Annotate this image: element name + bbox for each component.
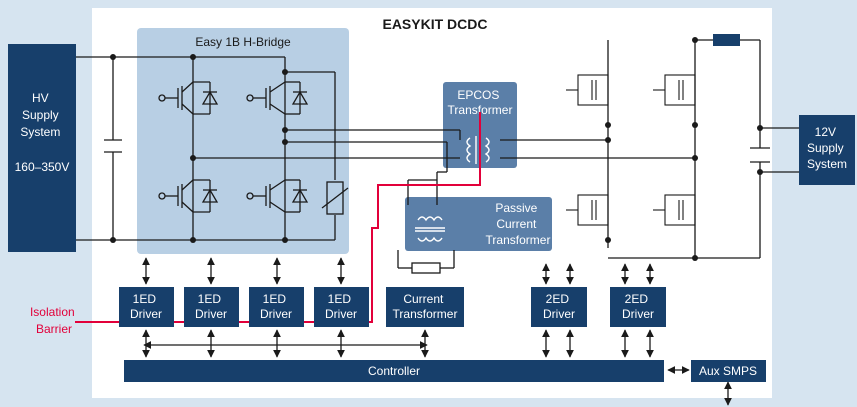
aux-smps-block (691, 360, 766, 382)
driver-1ed-1-label: 1ED Driver (130, 292, 162, 321)
controller-label: Controller (368, 364, 420, 378)
hv-supply-block (8, 44, 76, 252)
driver-1ed-3-label: 1ED Driver (260, 292, 292, 321)
snubber-resistor (326, 181, 344, 215)
driver-2ed-2-label: 2ED Driver (622, 292, 654, 321)
hbridge-box (137, 28, 349, 254)
hv-supply-label: HV Supply System 160–350V (15, 91, 70, 174)
driver-2ed-1 (531, 287, 587, 327)
driver-1ed-2-label: 1ED Driver (195, 292, 227, 321)
epcos-transformer-label: EPCOS Transformer (448, 88, 513, 117)
current-transformer-block (386, 287, 464, 327)
lv-supply-label: 12V Supply System (807, 125, 847, 171)
mosfet-q7 (566, 194, 609, 226)
junction-dots (110, 37, 763, 261)
driver-arrows (142, 257, 732, 406)
passive-coils (415, 216, 445, 242)
aux-smps-label: Aux SMPS (699, 364, 757, 378)
burden-resistor (397, 250, 455, 274)
mosfet-q6 (653, 74, 696, 106)
isolation-barrier-label: Isolation Barrier (30, 305, 78, 336)
driver-1ed-4 (314, 287, 369, 327)
isolation-barrier-line (75, 112, 481, 323)
igbt-q1 (158, 81, 219, 115)
output-inductor (713, 34, 740, 46)
driver-1ed-2 (184, 287, 239, 327)
igbt-q4 (246, 179, 309, 213)
driver-1ed-1 (119, 287, 174, 327)
driver-2ed-2 (610, 287, 666, 327)
driver-1ed-3 (249, 287, 304, 327)
igbt-switches (158, 81, 309, 213)
controller-block (124, 360, 664, 382)
igbt-q3 (158, 179, 219, 213)
diagram-title: EASYKIT DCDC (382, 16, 487, 32)
driver-1ed-4-label: 1ED Driver (325, 292, 357, 321)
current-transformer-label: Current Transformer (393, 292, 458, 321)
mosfet-switches (566, 74, 696, 226)
mosfet-q5 (566, 74, 609, 106)
igbt-q2 (246, 81, 309, 115)
mosfet-q8 (653, 194, 696, 226)
hbridge-label: Easy 1B H-Bridge (195, 35, 291, 49)
passive-transformer-block (405, 197, 552, 251)
driver-2ed-1-label: 2ED Driver (543, 292, 575, 321)
lv-supply-block (799, 115, 855, 185)
snubber-resistor-slash (321, 187, 349, 209)
passive-transformer-label: Passive Current Transformer (486, 201, 551, 247)
